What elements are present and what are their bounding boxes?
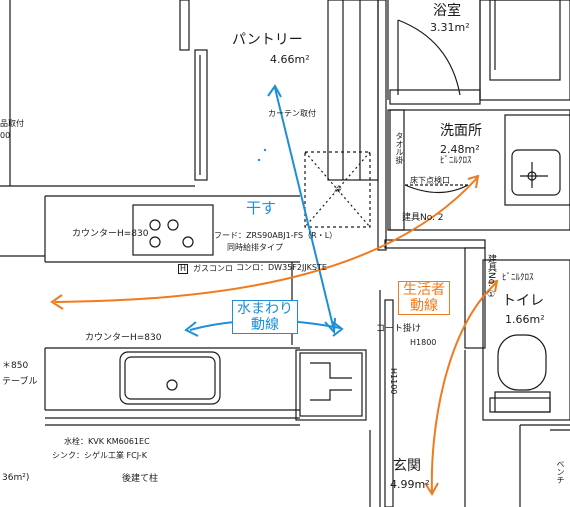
pantry-area: 4.66m² bbox=[270, 53, 310, 66]
sink-label: シンク：シゲル工業 FCJ-K bbox=[52, 451, 147, 460]
tategu-2-label: 建具No. 2 bbox=[402, 213, 444, 223]
toilet-name: トイレ bbox=[502, 293, 544, 309]
seikatsu-line2: 動線 bbox=[410, 298, 438, 314]
towel-label: タオル掛 bbox=[395, 132, 404, 164]
tenken-label: 床下点検口 bbox=[410, 176, 450, 185]
table-label: テーブル bbox=[2, 377, 38, 387]
gas-mark: H bbox=[178, 264, 189, 274]
tategu-1-label: 建具No. ① bbox=[486, 254, 496, 300]
fridge-label: 冷 bbox=[334, 185, 342, 194]
suisen-label: 水栓：KVK KM6061EC bbox=[64, 437, 150, 446]
curtain-label: カーテン取付 bbox=[268, 109, 316, 118]
seikatsu-line1: 生活者 bbox=[403, 282, 445, 298]
h1100-label: H1100 bbox=[389, 368, 398, 395]
hood-type-label: 同時給排タイプ bbox=[227, 243, 283, 252]
coat-height-label: H1800 bbox=[410, 338, 437, 347]
mizumawari-line1: 水まわり bbox=[237, 301, 293, 317]
pantry-name: パントリー bbox=[232, 32, 303, 48]
entrance-area: 4.99m² bbox=[390, 478, 430, 491]
entrance-name: 玄関 bbox=[393, 458, 421, 474]
gas-label: ガスコンロ bbox=[193, 264, 233, 273]
table-dim-label: ＊850 bbox=[2, 361, 29, 371]
mizumawari-label: 水まわり 動線 bbox=[232, 300, 298, 334]
toilet-floor: ﾋﾞﾆﾙｸﾛｽ bbox=[502, 273, 534, 283]
bath-name: 浴室 bbox=[433, 3, 461, 19]
hosu-label: 干す bbox=[246, 199, 277, 217]
toilet-area: 1.66m² bbox=[505, 313, 545, 326]
konro-label: コンロ：DW35F2JJKSTE bbox=[236, 263, 327, 272]
left-edge-label-2: 00 bbox=[0, 131, 11, 140]
bench-label: ベンチ bbox=[556, 460, 565, 484]
coat-label: コート掛け bbox=[376, 324, 422, 334]
hood-label: フード：ZRS90ABJ1-FS（R・L） bbox=[214, 231, 338, 240]
washroom-area: 2.48m² bbox=[440, 143, 480, 156]
seikatsu-label: 生活者 動線 bbox=[398, 281, 450, 315]
mizumawari-line2: 動線 bbox=[251, 317, 279, 333]
counter-bottom-label: カウンターH=830 bbox=[85, 333, 162, 343]
bath-area: 3.31m² bbox=[430, 21, 470, 34]
washroom-name: 洗面所 bbox=[440, 123, 482, 139]
area-left-label: 36m²) bbox=[2, 473, 30, 483]
left-edge-label-1: 品取付 bbox=[0, 119, 24, 128]
counter-top-label: カウンターH=830 bbox=[72, 229, 149, 239]
washroom-floor: ﾋﾞﾆﾙｸﾛｽ bbox=[440, 156, 472, 166]
post-label: 後建て柱 bbox=[122, 474, 159, 484]
